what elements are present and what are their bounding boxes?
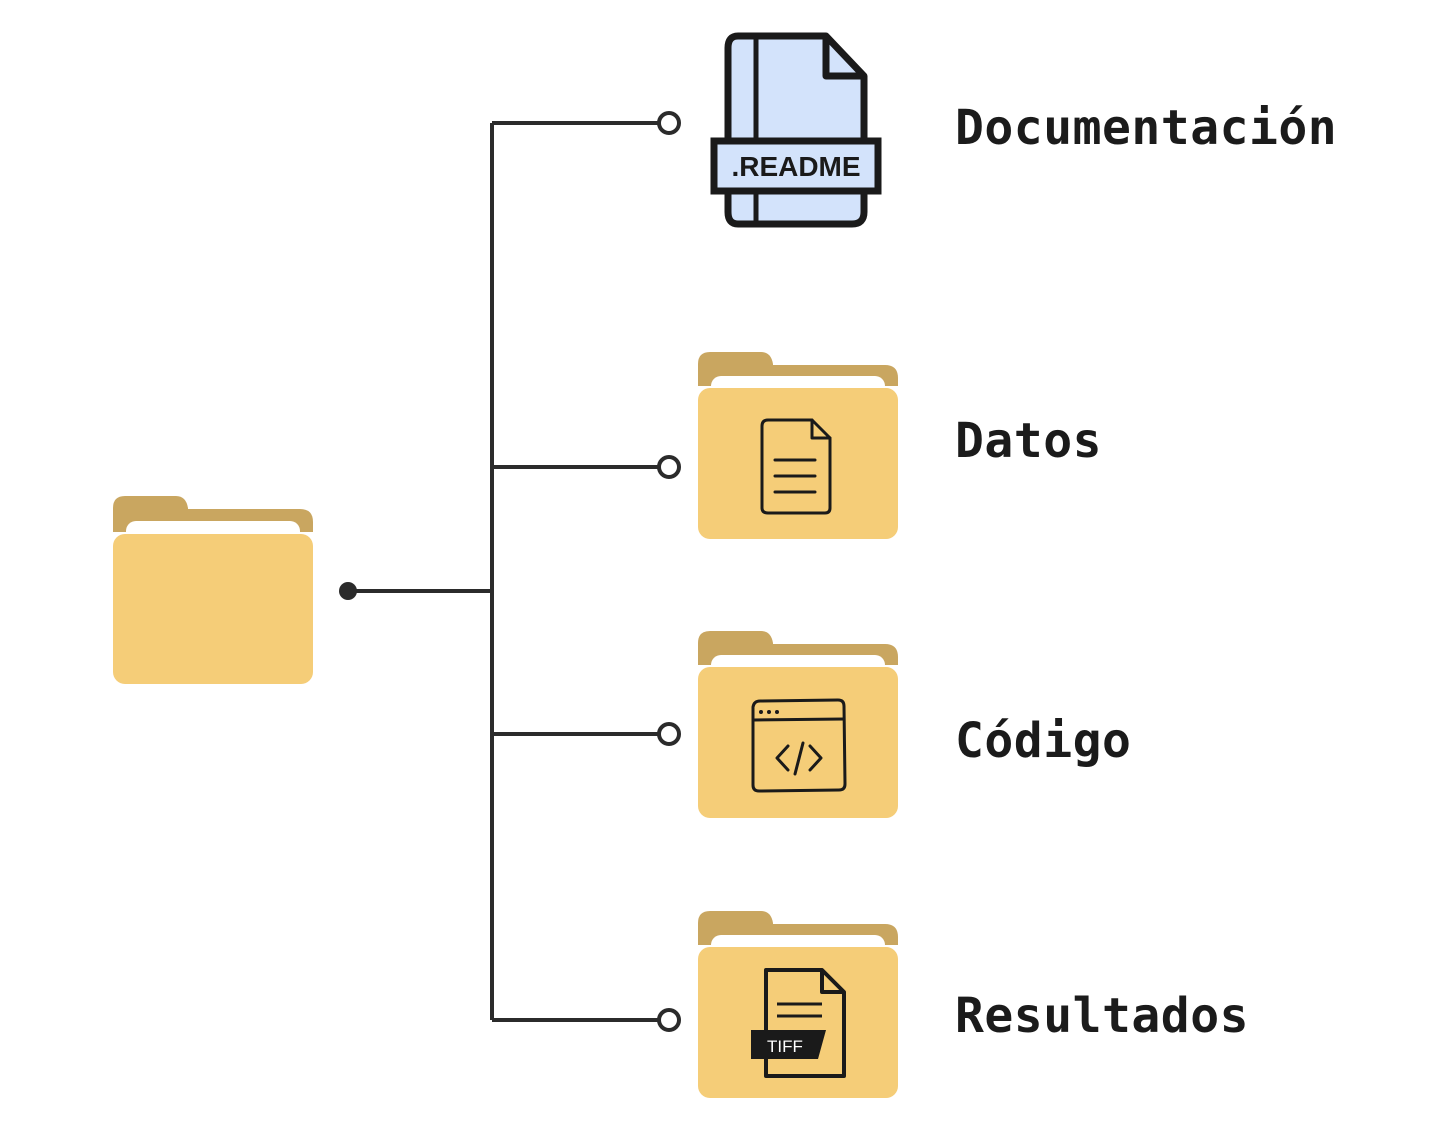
tiff-badge-text: TIFF <box>767 1037 803 1056</box>
branch-label-codigo: Código <box>955 713 1132 769</box>
branch-endpoint-datos <box>657 455 681 479</box>
branch-label-datos: Datos <box>955 413 1102 469</box>
document-icon <box>760 418 832 515</box>
branch-endpoint-codigo <box>657 722 681 746</box>
code-window-icon <box>751 698 847 793</box>
resultados-folder-icon: TIFF <box>698 911 898 1098</box>
tiff-file-icon: TIFF <box>751 968 846 1078</box>
branch-label-documentacion: Documentación <box>955 100 1338 156</box>
root-folder-icon <box>113 496 313 684</box>
branch-label-resultados: Resultados <box>955 988 1249 1044</box>
branch-endpoint-resultados <box>657 1008 681 1032</box>
codigo-folder-icon <box>698 631 898 818</box>
tree-connectors <box>348 121 658 1022</box>
readme-badge-text: .README <box>731 151 860 182</box>
readme-file-icon: .README <box>710 32 882 228</box>
branch-endpoint-documentacion <box>657 111 681 135</box>
root-connector-dot <box>339 582 357 600</box>
datos-folder-icon <box>698 352 898 539</box>
